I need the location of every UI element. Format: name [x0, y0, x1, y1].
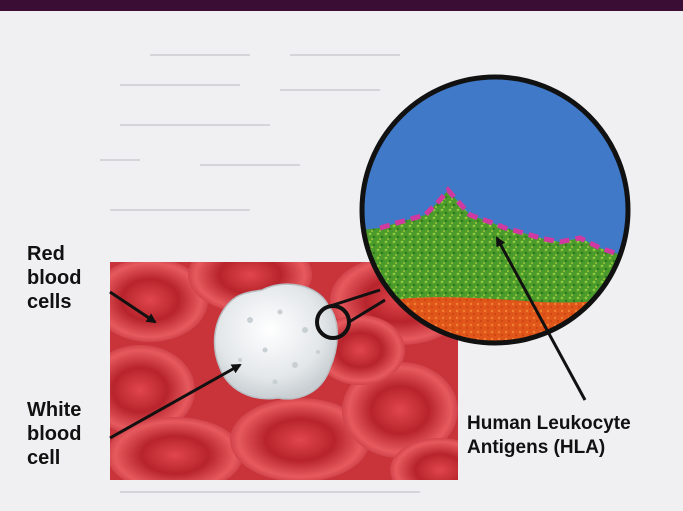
- label-line: White: [27, 398, 81, 422]
- white-blood-cell: [215, 284, 338, 399]
- label-line: blood: [27, 266, 81, 290]
- label-line: Red: [27, 242, 81, 266]
- label-line: Human Leukocyte: [467, 412, 631, 436]
- label-white-blood-cell: White blood cell: [27, 398, 81, 470]
- label-hla: Human Leukocyte Antigens (HLA): [467, 412, 631, 460]
- label-line: cells: [27, 290, 81, 314]
- label-line: blood: [27, 422, 81, 446]
- magnified-view: [360, 75, 630, 345]
- label-red-blood-cells: Red blood cells: [27, 242, 81, 314]
- label-line: Antigens (HLA): [467, 436, 631, 460]
- label-line: cell: [27, 446, 81, 470]
